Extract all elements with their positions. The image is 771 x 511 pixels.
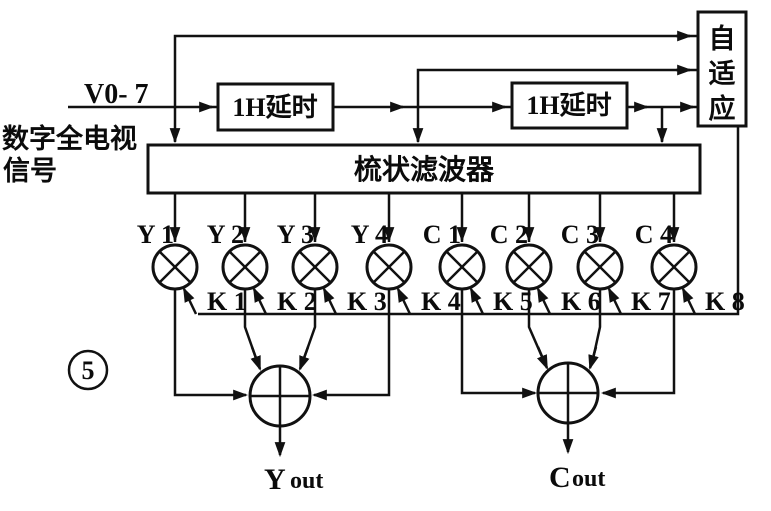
comb-filter-label: 梳状滤波器 — [354, 153, 495, 186]
adder-y — [248, 364, 312, 458]
output-c-label: C out — [549, 461, 605, 494]
delay-block-1-label: 1H延时 — [232, 93, 317, 122]
switch-k4-arm — [396, 287, 412, 315]
multiplier-y3: Y 3 K 3 — [277, 220, 387, 316]
delay-block-2-label: 1H延时 — [526, 91, 611, 120]
delay-block-2: 1H延时 — [510, 81, 629, 130]
flow-arrows — [169, 30, 696, 401]
multiplier-y2: Y 2 K 2 — [207, 220, 317, 316]
switch-k1-arm — [182, 287, 198, 315]
yout-sub-text: out — [290, 468, 323, 494]
multiplier-c2-label: C 2 — [490, 220, 528, 249]
switch-k6-label: K 6 — [561, 287, 601, 316]
figure-number: 5 — [82, 356, 95, 385]
multiplier-y2-label: Y 2 — [207, 220, 244, 249]
multiplier-c1-label: C 1 — [423, 220, 461, 249]
signal-wires — [68, 34, 740, 397]
adaptive-block: 自 适 应 — [696, 10, 748, 128]
switch-k3-label: K 3 — [347, 287, 387, 316]
delay-block-1: 1H延时 — [216, 82, 335, 132]
adaptive-label-char2: 适 — [709, 59, 736, 89]
multiplier-y4: Y 4 K 4 — [351, 220, 461, 316]
switch-k2-arm — [252, 287, 268, 315]
multiplier-c1: C 1 K 5 — [423, 220, 533, 316]
adaptive-label-char1: 自 — [709, 23, 736, 54]
output-y-label: Y out — [264, 463, 323, 496]
yout-main-text: Y — [264, 463, 286, 496]
switch-k3-arm — [322, 287, 338, 315]
switch-k7-arm — [607, 287, 623, 315]
input-signal-label: V0- 7 — [84, 79, 149, 110]
cout-sub-text: out — [572, 466, 605, 492]
switch-k6-arm — [536, 287, 552, 315]
switch-k5-label: K 5 — [493, 287, 533, 316]
switch-k8-arm — [681, 287, 697, 315]
figure-number-badge: 5 — [67, 349, 109, 391]
cout-main-text: C — [549, 461, 571, 494]
comb-filter-block: 梳状滤波器 — [146, 143, 702, 195]
multiplier-y1-label: Y 1 — [137, 220, 174, 249]
switch-k7-label: K 7 — [631, 287, 671, 316]
switch-k2-label: K 2 — [277, 287, 317, 316]
multiplier-y3-label: Y 3 — [277, 220, 314, 249]
input-caption-line2: 信号 — [3, 156, 57, 186]
switch-k8-label: K 8 — [705, 287, 745, 316]
adder-c — [536, 361, 600, 455]
multiplier-c3: C 3 K 7 — [561, 220, 671, 316]
input-caption-line1: 数字全电视 — [2, 123, 137, 154]
adaptive-label-char3: 应 — [709, 93, 736, 124]
multiplier-c4-label: C 4 — [635, 220, 673, 249]
multiplier-c4: C 4 K 8 — [635, 220, 745, 316]
multiplier-y1: Y 1 K 1 — [137, 220, 247, 316]
switch-k5-arm — [469, 287, 485, 315]
multiplier-y4-label: Y 4 — [351, 220, 388, 249]
multiplier-c2: C 2 K 6 — [490, 220, 601, 316]
switch-k4-label: K 4 — [421, 287, 461, 316]
multiplier-c3-label: C 3 — [561, 220, 599, 249]
switch-k1-label: K 1 — [207, 287, 247, 316]
